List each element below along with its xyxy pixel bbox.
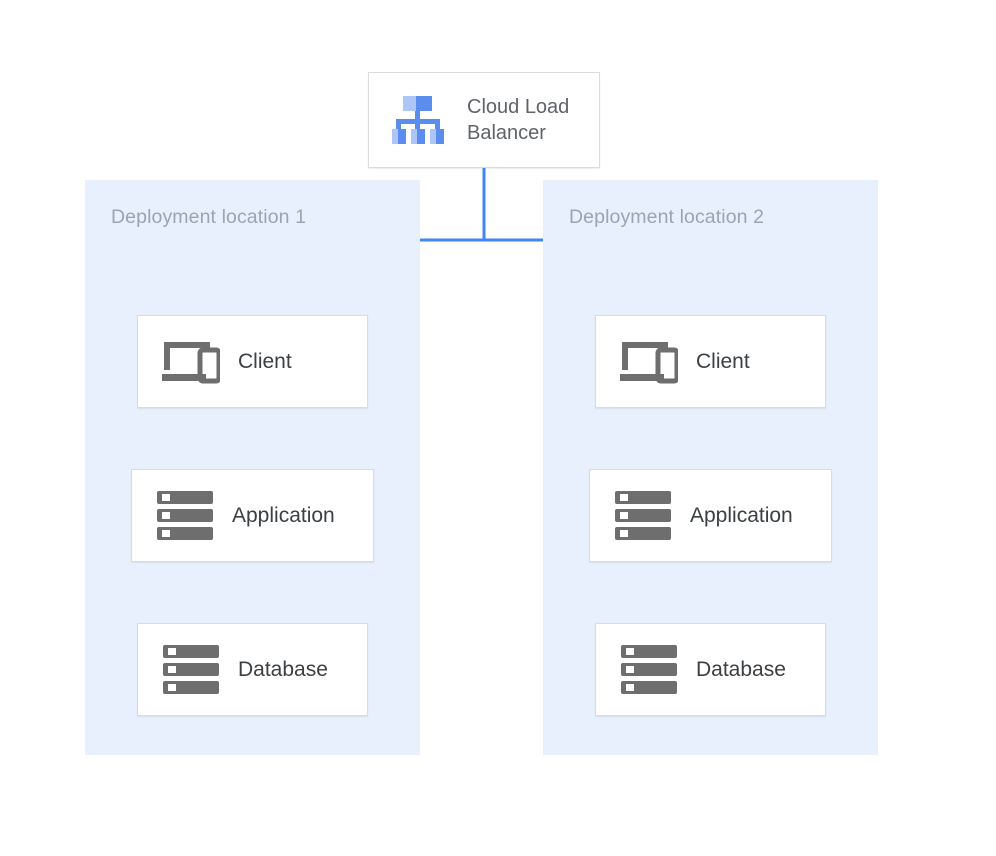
server-stack-icon	[612, 490, 674, 541]
node-cloud-load-balancer[interactable]: Cloud Load Balancer	[368, 72, 600, 168]
node-client-1-label: Client	[238, 349, 292, 373]
server-stack-icon	[154, 490, 216, 541]
node-application-2-label: Application	[690, 503, 793, 527]
deployment-zone-2-label: Deployment location 2	[569, 206, 765, 228]
cloud-load-balancer-label-line2: Balancer	[467, 122, 546, 144]
node-application-2[interactable]: Application	[589, 469, 832, 562]
cloud-load-balancer-label-line1: Cloud Load	[467, 95, 570, 118]
node-client-1[interactable]: Client	[137, 315, 368, 408]
node-application-1-label: Application	[232, 503, 335, 527]
client-devices-icon	[618, 338, 680, 386]
server-stack-icon	[160, 644, 222, 695]
node-client-2-label: Client	[696, 349, 750, 373]
client-devices-icon	[160, 338, 222, 386]
cloud-load-balancer-icon	[389, 95, 447, 145]
node-database-1[interactable]: Database	[137, 623, 368, 716]
server-stack-icon	[618, 644, 680, 695]
node-application-1[interactable]: Application	[131, 469, 374, 562]
node-database-2[interactable]: Database	[595, 623, 826, 716]
node-database-1-label: Database	[238, 657, 328, 681]
deployment-zone-1-label: Deployment location 1	[111, 206, 307, 228]
node-database-2-label: Database	[696, 657, 786, 681]
cloud-load-balancer-label: Cloud Load Balancer	[467, 94, 569, 147]
node-client-2[interactable]: Client	[595, 315, 826, 408]
